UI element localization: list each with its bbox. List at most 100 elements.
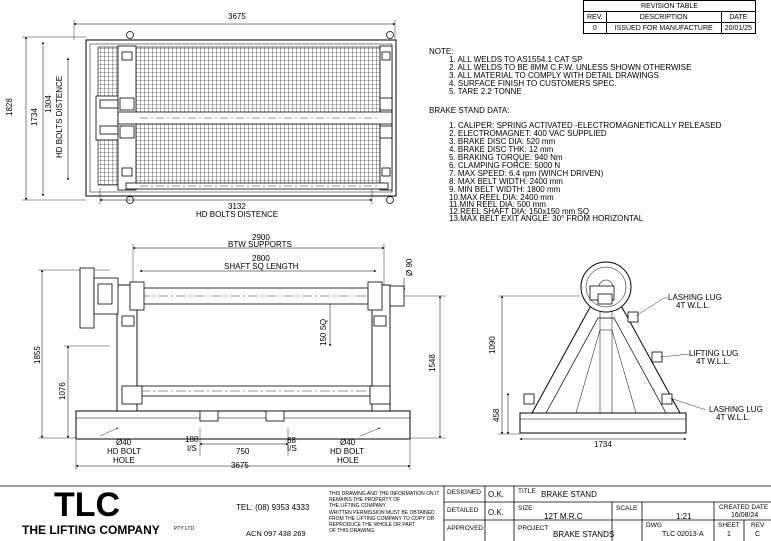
rev-value: C xyxy=(755,531,761,538)
brake-data-item: 12.REEL SHAFT DIA: 150x150 mm SQ xyxy=(449,207,590,216)
note-item: 5. TARE 2.2 TONNE xyxy=(449,87,522,96)
project-label: PROJECT xyxy=(518,525,549,532)
plan-dim-left-outer: 1828 xyxy=(5,98,14,116)
front-dim-88: 88 xyxy=(287,436,296,445)
rev-header-rev: REV. xyxy=(583,11,607,23)
front-shaft-sq: 150 SQ xyxy=(319,318,328,346)
disclaimer-line: FROM THE LIFTING COMPANY TO COPY OR xyxy=(329,516,435,522)
front-dim-1548: 1548 xyxy=(428,354,437,372)
side-lashing-top-l1: LASHING LUG xyxy=(668,293,722,302)
side-lashing-bot-l2: 4T W.L.L. xyxy=(716,413,751,422)
front-dia-90: Ø 90 xyxy=(405,258,414,276)
plan-hd-bolts-vertical: HD BOLTS DISTENCE xyxy=(55,75,64,158)
front-is-right: I/S xyxy=(287,444,297,453)
rev-row-rev: 0 xyxy=(583,22,607,34)
detailed-value: O.K. xyxy=(488,508,505,517)
brake-data-item: 2. ELECTROMAGNET: 400 VAC SUPPLIED xyxy=(449,129,607,138)
front-shaft-value: 2800 xyxy=(252,254,270,263)
company-logo: TLC xyxy=(54,486,121,524)
detailed-label: DETAILED xyxy=(447,507,479,514)
brake-data-item: 3. BRAKE DISC DIA: 520 mm xyxy=(449,137,556,146)
created-label: CREATED DATE xyxy=(719,504,769,511)
front-bolt-right-dia: Ø40 xyxy=(340,438,356,447)
rev-row-date: 20/01/25 xyxy=(720,22,756,34)
front-dim-1855: 1855 xyxy=(33,346,42,364)
brake-data-item: 10.MAX REEL DIA: 2400 mm xyxy=(449,193,554,202)
created-value: 16/08/24 xyxy=(731,512,759,519)
front-view xyxy=(38,244,446,470)
disclaimer-line: THE LIFTING COMPANY xyxy=(329,503,386,509)
front-btw-value: 2900 xyxy=(252,233,270,242)
brake-data-item: 13.MAX BELT EXIT ANGLE: 30° FROM HORIZON… xyxy=(449,214,644,223)
sheet-label: SHEET xyxy=(718,522,740,529)
disclaimer-line: THIS DRAWING AND THE INFORMATION ON IT xyxy=(329,491,440,497)
company-name: THE LIFTING COMPANY xyxy=(22,523,160,537)
company-tel: TEL: (08) 9353 4333 xyxy=(236,503,310,512)
plan-dim-left-inner: 1304 xyxy=(44,95,53,113)
front-dim-1076: 1076 xyxy=(58,382,67,400)
plan-view xyxy=(22,20,397,204)
brake-data-heading: BRAKE STAND DATA: xyxy=(429,106,510,115)
size-label: SIZE xyxy=(518,505,533,512)
front-bolt-right-l1: HD BOLT xyxy=(330,447,365,456)
front-dim-750: 750 xyxy=(236,447,250,456)
front-bolt-right-l2: HOLE xyxy=(337,456,359,465)
side-lashing-top-l2: 4T W.L.L. xyxy=(676,301,711,310)
dwg-label: DWG xyxy=(646,522,662,529)
designed-value: O.K. xyxy=(488,490,505,499)
plan-dim-bottom: 3132 xyxy=(228,202,246,211)
disclaimer-line: WRITTEN PERMISSION MUST BE OBTAINED xyxy=(329,510,435,516)
side-dim-1734: 1734 xyxy=(594,440,612,449)
plan-hd-bolts-horizontal: HD BOLTS DISTENCE xyxy=(196,210,279,219)
brake-data-item: 4. BRAKE DISC THK: 12 mm xyxy=(449,145,554,154)
revision-table: REVISION TABLE REV. DESCRIPTION DATE 0 I… xyxy=(583,0,756,34)
side-dim-458: 458 xyxy=(492,408,501,422)
sheet-value: 1 xyxy=(727,531,731,538)
side-lashing-bot-l1: LASHING LUG xyxy=(709,405,763,414)
brake-data-item: 9. MIN BELT WIDTH: 1800 mm xyxy=(449,185,561,194)
brake-data-item: 1. CALIPER: SPRING ACTIVATED -ELECTROMAG… xyxy=(449,121,722,130)
side-view xyxy=(498,261,707,441)
note-item: 2. ALL WELDS TO BE 8MM C.F.W. UNLESS SHO… xyxy=(449,63,692,72)
rev-label: REV xyxy=(751,522,765,529)
company-pty: PTY LTD xyxy=(174,526,195,532)
front-bolt-left-l2: HOLE xyxy=(113,456,135,465)
side-dim-1090: 1090 xyxy=(488,336,497,354)
rev-header-description: DESCRIPTION xyxy=(605,11,722,23)
designed-label: DESIGNED xyxy=(447,489,481,496)
front-dim-188: 188 xyxy=(185,435,199,444)
note-item: 1. ALL WELDS TO AS1554.1 CAT SP xyxy=(449,55,583,64)
note-item: 4. SURFACE FINISH TO CUSTOMERS SPEC. xyxy=(449,79,617,88)
disclaimer-line: REPRODUCE THE WHOLE OR PART xyxy=(329,522,416,528)
brake-data-item: 5. BRAKING TORQUE: 940 Nm xyxy=(449,153,563,162)
plan-dim-left-mid: 1734 xyxy=(30,108,39,126)
dwg-value: TLC 02013-A xyxy=(662,531,704,538)
company-acn: ACN 097 438 269 xyxy=(246,529,306,538)
brake-data-item: 7. MAX SPEED: 6.4 rpm (WINCH DRIVEN) xyxy=(449,169,604,178)
scale-label: SCALE xyxy=(616,505,638,512)
front-shaft-label: SHAFT SQ LENGTH xyxy=(224,262,299,271)
revision-table-title: REVISION TABLE xyxy=(583,0,756,12)
approved-label: APPROVED xyxy=(447,525,484,532)
front-dim-bottom: 3675 xyxy=(231,461,249,470)
front-bolt-left-dia: Ø40 xyxy=(116,438,132,447)
front-btw-label: BTW SUPPORTS xyxy=(228,240,292,249)
brake-data-item: 6. CLAMPING FORCE: 5000 N xyxy=(449,161,561,170)
side-lifting-l2: 4T W.L.L. xyxy=(696,357,731,366)
disclaimer-line: REMAINS THE PROPERTY OF xyxy=(329,497,401,503)
brake-data-item: 8. MAX BELT WIDTH: 2400 mm xyxy=(449,177,563,186)
title-label: TITLE xyxy=(518,488,536,495)
plan-dim-top: 3675 xyxy=(228,12,246,21)
note-item: 3. ALL MATERIAL TO COMPLY WITH DETAIL DR… xyxy=(449,71,659,80)
title-value: BRAKE STAND xyxy=(541,490,597,499)
disclaimer-line: OF THIS DRAWING. xyxy=(329,528,376,534)
size-value: 12T M.R.C xyxy=(544,512,583,521)
front-is-left: I/S xyxy=(187,444,197,453)
notes-heading: NOTE: xyxy=(429,47,454,56)
scale-value: 1:21 xyxy=(676,512,692,521)
project-value: BRAKE STANDS xyxy=(553,530,615,539)
side-lifting-l1: LIFTING LUG xyxy=(689,349,739,358)
brake-data-item: 11.MIN REEL DIA: 500 mm xyxy=(449,200,546,209)
